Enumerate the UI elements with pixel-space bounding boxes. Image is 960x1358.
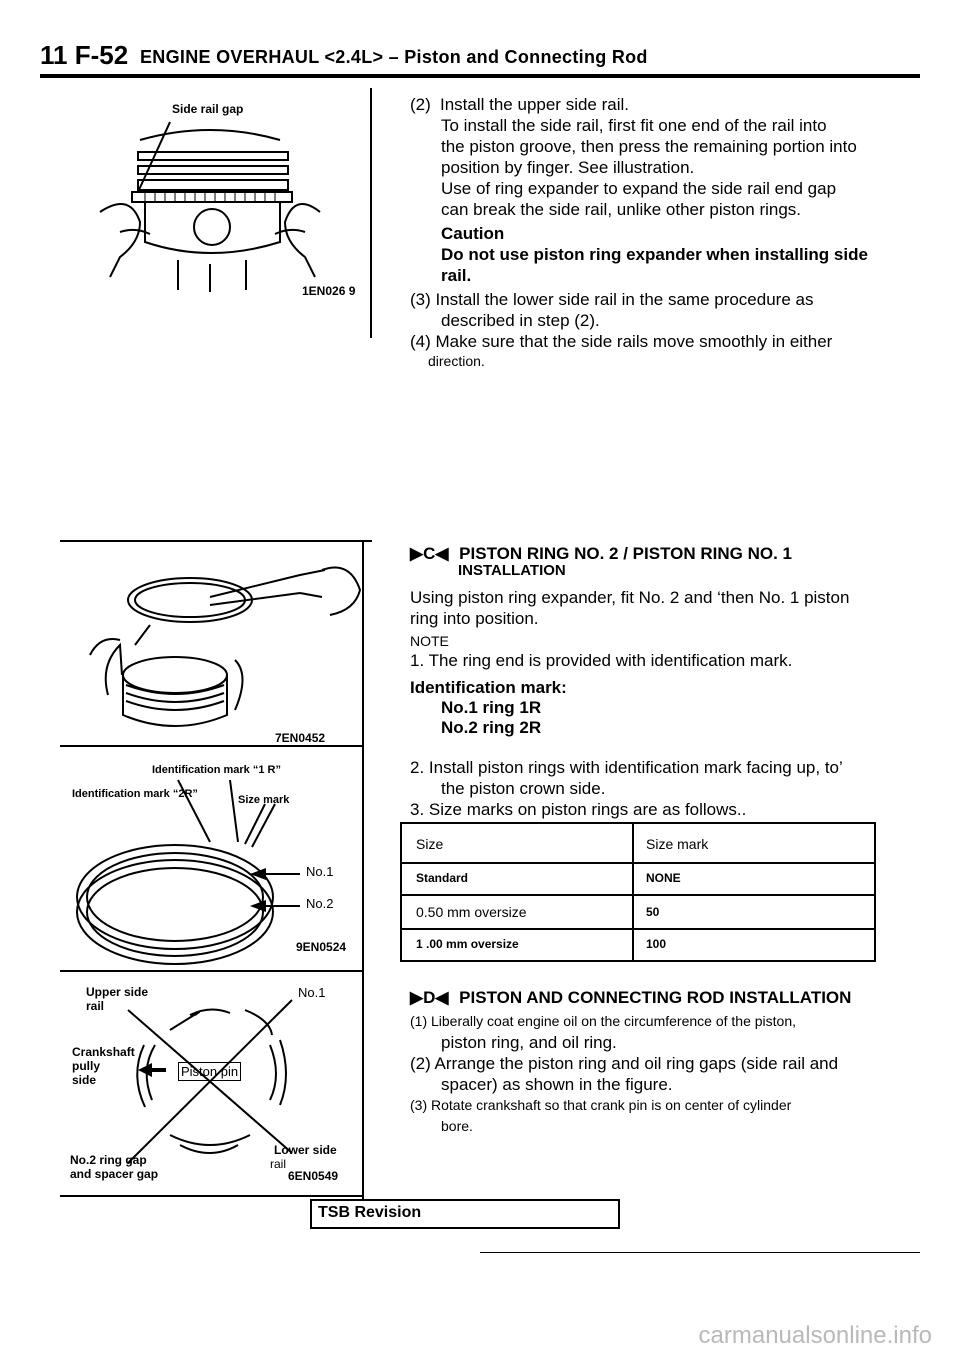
table-header-size-mark: Size mark <box>646 836 709 852</box>
lower-side-rail-label-1: Lower side <box>274 1143 337 1157</box>
id-mark-no2: No.2 ring 2R <box>441 718 542 737</box>
figure-divider-1 <box>60 745 364 747</box>
section-d-title: PISTON AND CONNECTING ROD INSTALLATION <box>459 988 852 1007</box>
figure-ring-expander: 7EN0452 <box>60 545 363 745</box>
side-label: side <box>72 1073 97 1087</box>
table-right-rule <box>874 822 876 962</box>
section-d-step-1-line-1: (1) Liberally coat engine oil on the cir… <box>410 1013 796 1029</box>
piston-rings-illustration <box>76 779 300 965</box>
tsb-revision-box: TSB Revision <box>310 1199 620 1229</box>
step-4-line-1: (4) Make sure that the side rails move s… <box>410 332 833 351</box>
section-c-title-1: PISTON RING NO. 2 / PISTON RING NO. 1 <box>459 544 792 563</box>
side-rail-gap-label: Side rail gap <box>172 102 244 116</box>
section-c-heading: ▶C◀ PISTON RING NO. 2 / PISTON RING NO. … <box>410 543 792 564</box>
crankshaft-label: Crankshaft <box>72 1045 135 1059</box>
header-rule <box>40 74 920 78</box>
ring-gap-diagram <box>127 999 293 1164</box>
table-row-rule-2 <box>400 928 876 930</box>
no2-gap-label-2: and spacer gap <box>70 1167 159 1181</box>
lower-side-rail-label-2: rail <box>270 1157 287 1171</box>
side-rail-illustration <box>99 121 321 292</box>
figure-frame-top <box>60 540 372 542</box>
tsb-revision-label: TSB Revision <box>318 1204 422 1221</box>
watermark: carmanualsonline.info <box>698 1322 932 1349</box>
figure-code: 7EN0452 <box>275 731 326 745</box>
section-d-step-2-line-1: (2) Arrange the piston ring and oil ring… <box>410 1054 839 1073</box>
upper-side-rail-label-2: rail <box>86 999 105 1013</box>
caution-line-2: rail. <box>441 266 472 285</box>
note-2-line-2: the piston crown side. <box>441 779 606 798</box>
step-2-number: (2) <box>410 95 431 114</box>
step-2-line-2: To install the side rail, first fit one … <box>441 116 827 135</box>
no1-gap-label: No.1 <box>298 985 326 1000</box>
ring-no2-label: No.2 <box>306 896 334 911</box>
step-3-line-1: (3) Install the lower side rail in the s… <box>410 290 814 309</box>
section-d-step-2-line-2: spacer) as shown in the figure. <box>441 1075 673 1094</box>
figure-code: 6EN0549 <box>288 1169 339 1183</box>
note-3: 3. Size marks on piston rings are as fol… <box>410 800 747 819</box>
ring-no1-label: No.1 <box>306 864 334 879</box>
table-cell: 50 <box>646 905 660 919</box>
marker-arrow-left-icon: ◀ <box>435 988 449 1007</box>
note-2-line-1: 2. Install piston rings with identificat… <box>410 758 843 777</box>
section-title: ENGINE OVERHAUL <2.4L> – Piston and Conn… <box>140 47 648 67</box>
step-2-line-5: Use of ring expander to expand the side … <box>441 179 837 198</box>
id-mark-no1: No.1 ring 1R <box>441 698 542 717</box>
section-d-step-3-line-1: (3) Rotate crankshaft so that crank pin … <box>410 1097 792 1113</box>
table-top-rule <box>400 822 876 824</box>
upper-side-rail-label-1: Upper side <box>86 985 149 999</box>
section-c-marker: C <box>423 544 436 563</box>
identification-mark-2r-label: Identification mark “2R” <box>72 788 198 800</box>
section-d-marker: D <box>423 988 436 1007</box>
table-cell: 0.50 mm oversize <box>416 904 527 920</box>
marker-arrow-left-icon: ◀ <box>435 544 449 563</box>
table-bottom-rule <box>400 960 876 962</box>
figure-ring-gaps: Upper side rail No.1 Crankshaft pully si… <box>60 975 363 1193</box>
note-1: 1. The ring end is provided with identif… <box>410 651 793 670</box>
page-header: 11 F-52 ENGINE OVERHAUL <2.4L> – Piston … <box>40 40 920 80</box>
table-cell: NONE <box>646 871 681 885</box>
table-cell: 1 .00 mm oversize <box>416 937 519 951</box>
note-label: NOTE <box>410 633 449 649</box>
pully-label: pully <box>72 1059 101 1073</box>
section-c-title-2: INSTALLATION <box>458 562 566 579</box>
page-number: 11 F-52 <box>40 40 129 70</box>
table-row-rule-1 <box>400 894 876 896</box>
id-mark-title: Identification mark: <box>410 678 567 697</box>
column-divider-top <box>370 88 372 338</box>
table-header-size: Size <box>416 836 444 852</box>
footer-rule <box>480 1252 920 1253</box>
figure-identification-marks: Identification mark “1 R” Identification… <box>60 752 363 968</box>
no2-gap-label-1: No.2 ring gap <box>70 1153 147 1167</box>
table-header-rule <box>400 862 876 864</box>
marker-arrow-icon: ▶ <box>410 544 424 563</box>
ring-expander-illustration <box>89 566 362 727</box>
step-4-line-2: direction. <box>428 353 485 369</box>
marker-arrow-icon: ▶ <box>410 988 424 1007</box>
figure-code: 1EN026 9 <box>302 284 356 298</box>
figure-divider-2 <box>60 970 364 972</box>
step-2-line-3: the piston groove, then press the remain… <box>441 137 857 156</box>
figure-side-rail: Side rail gap 1EN026 9 <box>60 92 365 302</box>
table-left-rule <box>400 822 402 962</box>
step-3-line-2: described in step (2). <box>441 311 600 330</box>
table-cell: Standard <box>416 871 469 885</box>
section-c-body-2: ring into position. <box>410 609 539 628</box>
table-cell: 100 <box>646 937 667 951</box>
figure-frame-bottom <box>60 1195 364 1197</box>
caution-line-1: Do not use piston ring expander when ins… <box>441 245 868 264</box>
size-mark-label: Size mark <box>238 794 290 806</box>
caution-title: Caution <box>441 224 505 243</box>
section-d-heading: ▶D◀ PISTON AND CONNECTING ROD INSTALLATI… <box>410 987 851 1008</box>
table-col-rule <box>632 822 634 962</box>
step-2-line-1: Install the upper side rail. <box>440 95 629 114</box>
section-d-step-3-line-2: bore. <box>441 1118 473 1134</box>
section-d-step-1-line-2: piston ring, and oil ring. <box>441 1033 617 1052</box>
step-2-line-4: position by finger. See illustration. <box>441 158 695 177</box>
figure-code: 9EN0524 <box>296 940 347 954</box>
step-2-line-6: can break the side rail, unlike other pi… <box>441 200 802 219</box>
identification-mark-1r-label: Identification mark “1 R” <box>152 764 281 776</box>
column-divider-bottom <box>362 540 364 1200</box>
section-c-body-1: Using piston ring expander, fit No. 2 an… <box>410 588 850 607</box>
